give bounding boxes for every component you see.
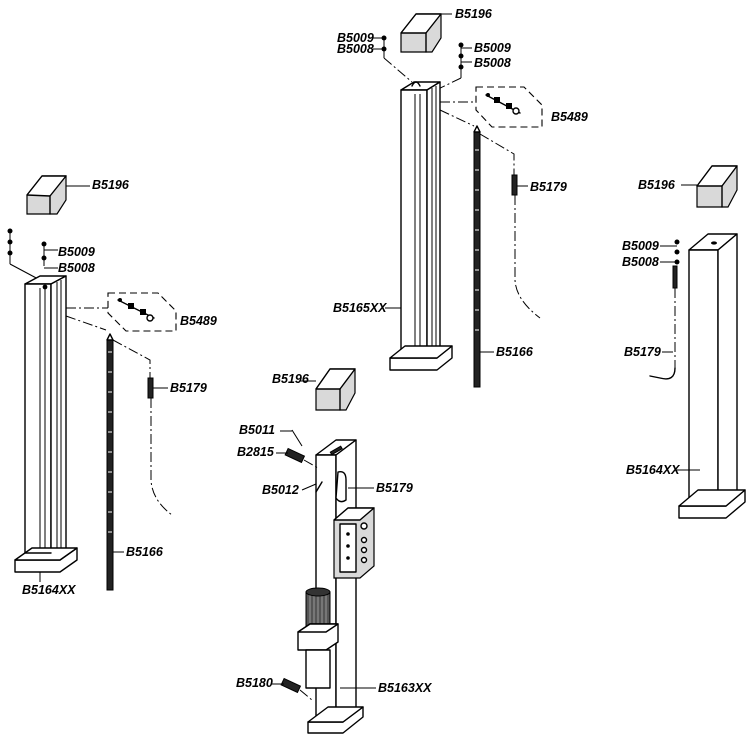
left-rack-b5166 bbox=[106, 333, 114, 591]
label-left-b5009: B5009 bbox=[58, 245, 95, 259]
left-column-assembly bbox=[7, 175, 177, 591]
power-fitting-lower bbox=[280, 677, 313, 701]
label-power-b2815: B2815 bbox=[237, 445, 275, 459]
label-left-b5166: B5166 bbox=[126, 545, 164, 559]
right-column-assembly bbox=[649, 165, 746, 519]
power-cable-b5179 bbox=[335, 470, 347, 503]
left-cap bbox=[26, 175, 67, 215]
label-left-b5489: B5489 bbox=[180, 314, 217, 328]
label-power-b5180: B5180 bbox=[236, 676, 273, 690]
right-column-b5164xx bbox=[678, 233, 746, 519]
right-cable-b5179 bbox=[649, 265, 678, 380]
label-power-b5012: B5012 bbox=[262, 483, 299, 497]
power-motor bbox=[297, 587, 339, 689]
label-center-b5179: B5179 bbox=[530, 180, 567, 194]
center-rack-b5166 bbox=[473, 125, 481, 388]
power-fittings-upper bbox=[284, 429, 323, 493]
center-cap bbox=[400, 13, 442, 53]
power-column-b5163xx bbox=[307, 439, 364, 734]
center-column-b5165xx bbox=[389, 81, 453, 371]
label-power-b5011: B5011 bbox=[239, 423, 275, 437]
left-bolt-group bbox=[7, 228, 58, 281]
label-left-cap: B5196 bbox=[92, 178, 130, 192]
label-left-b5008: B5008 bbox=[58, 261, 95, 275]
label-power-b5163xx: B5163XX bbox=[378, 681, 432, 695]
left-cable-b5179 bbox=[112, 339, 173, 516]
label-center-b5009-left: B5009 bbox=[337, 31, 374, 45]
right-cap bbox=[696, 165, 738, 208]
label-center-b5008-left: B5008 bbox=[337, 42, 374, 56]
label-left-b5179: B5179 bbox=[170, 381, 207, 395]
label-center-cap: B5196 bbox=[455, 7, 493, 21]
center-bracket-b5489 bbox=[485, 93, 521, 115]
center-column-assembly bbox=[373, 13, 543, 388]
label-center-b5489: B5489 bbox=[551, 110, 588, 124]
label-right-b5164xx: B5164XX bbox=[626, 463, 680, 477]
label-center-b5008-right: B5008 bbox=[474, 56, 511, 70]
left-column-b5164xx bbox=[14, 275, 78, 573]
label-power-cap: B5196 bbox=[272, 372, 310, 386]
label-right-b5008: B5008 bbox=[622, 255, 659, 269]
label-right-cap: B5196 bbox=[638, 178, 676, 192]
label-power-b5179: B5179 bbox=[376, 481, 413, 495]
power-control-box bbox=[333, 507, 375, 579]
label-center-b5166: B5166 bbox=[496, 345, 534, 359]
left-bracket-b5489 bbox=[117, 298, 155, 322]
label-right-b5179: B5179 bbox=[624, 345, 661, 359]
label-center-b5009-right: B5009 bbox=[474, 41, 511, 55]
label-center-b5165xx: B5165XX bbox=[333, 301, 387, 315]
label-left-b5164xx: B5164XX bbox=[22, 583, 76, 597]
power-column-assembly bbox=[272, 368, 376, 734]
label-right-b5009: B5009 bbox=[622, 239, 659, 253]
center-cable-b5179 bbox=[479, 133, 541, 319]
power-cap bbox=[315, 368, 356, 411]
